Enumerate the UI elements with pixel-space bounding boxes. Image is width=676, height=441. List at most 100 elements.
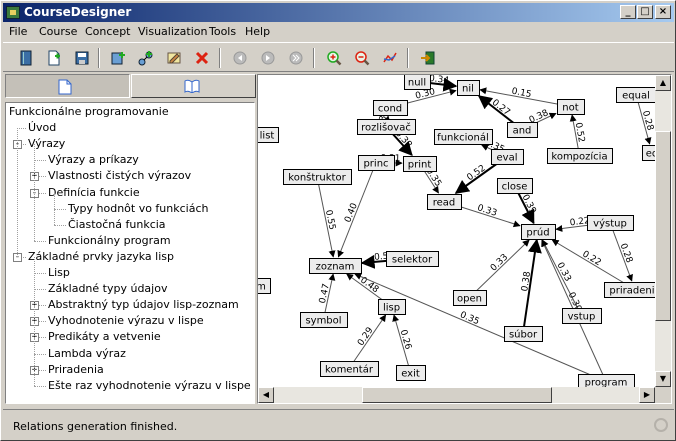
concept-node[interactable]: súbor <box>504 326 543 342</box>
add-concept-button[interactable] <box>107 48 129 68</box>
concept-node[interactable]: prúd <box>521 224 556 240</box>
forward-button[interactable] <box>285 48 307 68</box>
tree-item[interactable]: Čiastočná funkcia <box>68 217 166 231</box>
concept-node[interactable]: eq <box>642 145 656 161</box>
tree-item[interactable]: Vlastnosti čistých výrazov <box>48 169 192 183</box>
minimize-button[interactable]: _ <box>620 5 636 19</box>
edit-button[interactable] <box>163 48 185 68</box>
concept-node[interactable]: výstup <box>587 215 634 231</box>
new-document-button[interactable] <box>43 48 65 68</box>
title-bar[interactable]: CourseDesigner _ □ × <box>3 3 674 22</box>
maximize-button[interactable]: □ <box>637 5 653 19</box>
zoom-in-button[interactable] <box>323 48 345 68</box>
concept-node-label: komentár <box>325 364 374 376</box>
concept-node[interactable]: and <box>507 122 538 138</box>
relation-edge[interactable] <box>469 239 530 298</box>
concept-node[interactable]: priradenie <box>604 282 656 298</box>
tree-item[interactable]: Typy hodnôt vo funkciách <box>68 201 209 215</box>
play-button[interactable] <box>257 48 279 68</box>
concept-node[interactable]: program <box>578 374 635 388</box>
menu-course[interactable]: Course <box>39 25 78 38</box>
vertical-scroll-thumb[interactable] <box>655 131 671 321</box>
concept-node[interactable]: open <box>453 290 487 306</box>
save-button[interactable] <box>71 48 93 68</box>
concept-node[interactable]: komentár <box>320 361 379 377</box>
tree-item[interactable]: Abstraktný typ údajov lisp-zoznam <box>48 298 239 312</box>
tree-item[interactable]: Ešte raz vyhodnotenie výrazu v lispe <box>48 378 251 392</box>
concept-node[interactable]: kompozícia <box>547 148 613 164</box>
relation-edge[interactable] <box>337 162 377 258</box>
tree-item[interactable]: Predikáty a vetvenie <box>48 330 161 344</box>
tree-item[interactable]: Definícia funkcie <box>48 185 140 199</box>
concept-node[interactable]: list <box>258 127 279 143</box>
relation-edge[interactable] <box>609 222 633 282</box>
concept-node[interactable]: lisp <box>378 299 406 315</box>
scroll-down-button[interactable]: ▼ <box>655 371 671 387</box>
relation-edge[interactable] <box>479 87 571 107</box>
relation-edge[interactable] <box>392 314 411 373</box>
concept-node[interactable]: null <box>404 75 431 90</box>
concept-node-label: list <box>260 131 275 142</box>
concept-node[interactable]: nil <box>457 80 480 96</box>
tree-item[interactable]: Výrazy <box>28 137 66 151</box>
menu-concept[interactable]: Concept <box>85 25 131 38</box>
scroll-right-button[interactable]: ▶ <box>639 387 655 403</box>
concept-node[interactable]: eval <box>491 149 524 165</box>
concept-node[interactable]: m <box>258 278 271 294</box>
concept-node[interactable]: equal <box>616 87 656 103</box>
scroll-up-button[interactable]: ▲ <box>655 75 671 91</box>
horizontal-scrollbar[interactable]: ◀ ▶ <box>258 387 655 403</box>
graph-view[interactable]: 0.340.150.270.380.520.280.300.370.350.38… <box>257 74 672 404</box>
concept-node[interactable]: konštruktor <box>283 169 352 185</box>
concept-node[interactable]: print <box>403 156 437 172</box>
tab-document[interactable] <box>5 74 130 98</box>
tab-book[interactable] <box>131 74 256 98</box>
concept-node[interactable]: read <box>427 194 462 210</box>
tree-item[interactable]: Výrazy a príkazy <box>48 153 139 167</box>
menu-file[interactable]: File <box>9 25 28 38</box>
tree-item[interactable]: Lisp <box>48 266 70 279</box>
relation-edge[interactable] <box>354 273 607 382</box>
tree-item[interactable]: Základné typy údajov <box>48 282 168 296</box>
add-relation-button[interactable] <box>135 48 157 68</box>
concept-node[interactable]: princ <box>358 155 395 171</box>
scroll-left-button[interactable]: ◀ <box>258 387 274 403</box>
relation-edge[interactable] <box>541 239 582 316</box>
tree-item[interactable]: Úvod <box>28 121 57 135</box>
back-button[interactable] <box>229 48 251 68</box>
concept-node[interactable]: vstup <box>562 308 602 324</box>
tree-item[interactable]: Lambda výraz <box>48 346 126 360</box>
relation-edge[interactable] <box>323 273 336 320</box>
concept-node[interactable]: close <box>497 178 533 194</box>
relation-edge[interactable] <box>316 176 336 258</box>
tree-item[interactable]: Funkcionálne programovanie <box>9 105 169 118</box>
concept-node[interactable]: exit <box>396 365 426 381</box>
concept-node[interactable]: symbol <box>300 312 348 328</box>
menu-help[interactable]: Help <box>245 25 271 38</box>
relation-edge[interactable] <box>348 314 387 369</box>
delete-button[interactable] <box>191 48 213 68</box>
tree-item[interactable]: Funkcionálny program <box>48 233 171 247</box>
tree-item[interactable]: Priradenia <box>48 362 104 376</box>
horizontal-scroll-thumb[interactable] <box>362 387 552 403</box>
concept-node[interactable]: zoznam <box>309 258 362 274</box>
tree-item[interactable]: Základné prvky jazyka lisp <box>28 249 174 263</box>
close-button[interactable]: × <box>655 5 671 19</box>
concept-node[interactable]: selektor <box>386 251 439 267</box>
menu-tools[interactable]: Tools <box>209 25 237 38</box>
relation-edge[interactable] <box>522 238 542 334</box>
concept-graph[interactable]: 0.340.150.270.380.520.280.300.370.350.38… <box>258 75 655 387</box>
concept-node[interactable]: rozlišovač <box>357 119 416 135</box>
export-button[interactable] <box>417 48 439 68</box>
concept-node[interactable]: funkcionál <box>434 129 493 145</box>
concept-node[interactable]: cond <box>373 100 408 116</box>
book-button[interactable] <box>15 48 37 68</box>
vertical-scrollbar[interactable]: ▲ ▼ <box>655 75 671 387</box>
relation-edge[interactable] <box>551 239 636 290</box>
zoom-out-button[interactable] <box>351 48 373 68</box>
layout-button[interactable] <box>379 48 401 68</box>
concept-node[interactable]: not <box>557 99 585 115</box>
menu-visualization[interactable]: Visualization <box>138 25 208 38</box>
tree-item[interactable]: Vyhodnotenie výrazu v lispe <box>48 314 204 328</box>
